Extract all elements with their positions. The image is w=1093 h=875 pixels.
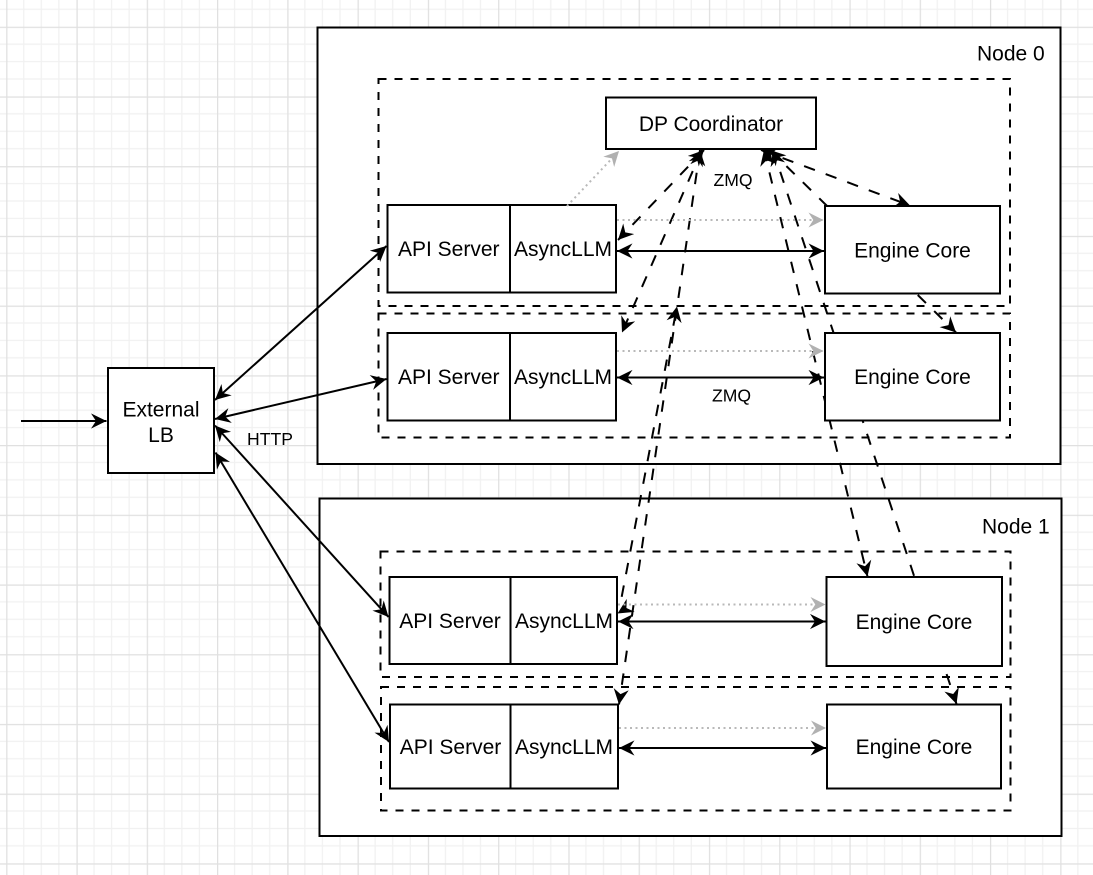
svg-text:Engine Core: Engine Core [856,611,973,634]
svg-text:API Server: API Server [399,610,501,633]
svg-text:API Server: API Server [400,736,502,759]
svg-text:AsyncLLM: AsyncLLM [514,366,612,389]
svg-text:Engine Core: Engine Core [854,366,971,389]
svg-text:HTTP: HTTP [247,429,293,449]
svg-text:External: External [122,399,199,422]
svg-text:AsyncLLM: AsyncLLM [515,736,613,759]
svg-text:ZMQ: ZMQ [712,386,751,406]
svg-text:LB: LB [148,424,174,447]
svg-text:AsyncLLM: AsyncLLM [514,238,612,261]
svg-text:ZMQ: ZMQ [713,170,752,190]
svg-text:API Server: API Server [398,366,500,389]
svg-text:Engine Core: Engine Core [854,240,971,263]
svg-text:Node 1: Node 1 [982,516,1050,539]
svg-text:API Server: API Server [398,238,500,261]
svg-text:AsyncLLM: AsyncLLM [515,610,613,633]
svg-text:Node 0: Node 0 [977,43,1045,66]
svg-text:DP Coordinator: DP Coordinator [639,113,783,136]
svg-text:Engine Core: Engine Core [856,736,973,759]
